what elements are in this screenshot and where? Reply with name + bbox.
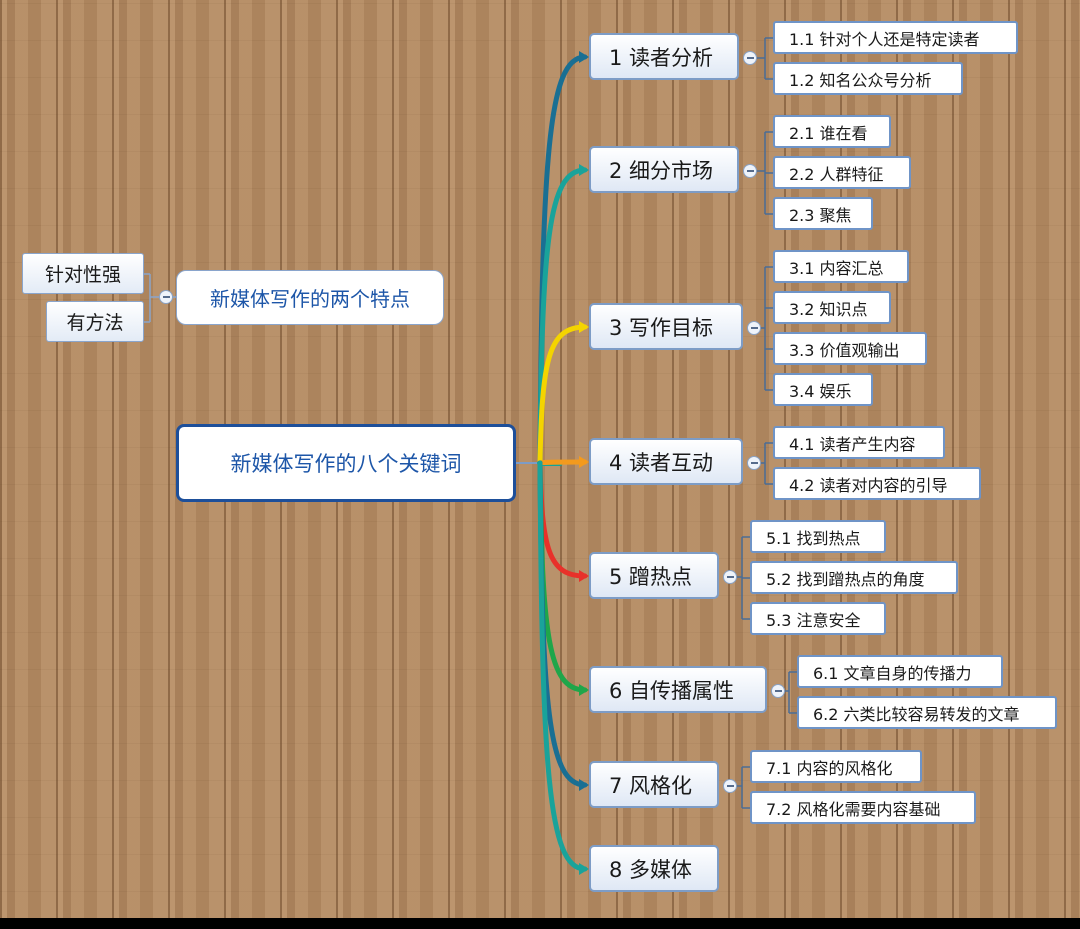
leaf-bracket-3 bbox=[761, 266, 773, 391]
branch-arrow-7 bbox=[579, 779, 589, 791]
branch-label: 7 风格化 bbox=[609, 773, 693, 798]
branch-label: 6 自传播属性 bbox=[609, 678, 735, 703]
branch-connector-2 bbox=[537, 167, 588, 466]
branch-connector-3 bbox=[537, 324, 588, 466]
branch-label: 5 蹭热点 bbox=[609, 564, 693, 589]
leaf-5-2[interactable]: 5.2 找到蹭热点的角度 bbox=[750, 561, 958, 594]
leaf-label: 2.3 聚焦 bbox=[789, 205, 852, 225]
branch-label: 3 写作目标 bbox=[609, 315, 714, 340]
topic-two-features-label: 新媒体写作的两个特点 bbox=[210, 287, 410, 311]
leaf-bracket-1 bbox=[757, 37, 773, 80]
branch-arrow-8 bbox=[579, 863, 589, 875]
leaf-1-1[interactable]: 1.1 针对个人还是特定读者 bbox=[773, 21, 1018, 54]
feature-bracket bbox=[144, 273, 166, 323]
leaf-bracket-5 bbox=[737, 536, 750, 620]
leaf-label: 7.1 内容的风格化 bbox=[766, 758, 893, 778]
branch-arrow-1 bbox=[579, 51, 589, 63]
leaf-label: 4.1 读者产生内容 bbox=[789, 434, 916, 454]
leaf-3-2[interactable]: 3.2 知识点 bbox=[773, 291, 891, 324]
feature-item-method[interactable]: 有方法 bbox=[46, 301, 144, 342]
collapse-branch-6-icon[interactable] bbox=[771, 684, 785, 698]
collapse-branch-3-icon[interactable] bbox=[747, 321, 761, 335]
leaf-label: 1.1 针对个人还是特定读者 bbox=[789, 29, 980, 49]
bottom-bar bbox=[0, 918, 1080, 929]
branch-label: 2 细分市场 bbox=[609, 158, 714, 183]
central-topic[interactable]: 新媒体写作的八个关键词 bbox=[176, 424, 516, 502]
leaf-3-4[interactable]: 3.4 娱乐 bbox=[773, 373, 873, 406]
leaf-2-1[interactable]: 2.1 谁在看 bbox=[773, 115, 891, 148]
feature-item-label: 针对性强 bbox=[44, 264, 121, 286]
leaf-4-1[interactable]: 4.1 读者产生内容 bbox=[773, 426, 945, 459]
leaf-label: 3.4 娱乐 bbox=[789, 381, 852, 401]
leaf-label: 6.2 六类比较容易转发的文章 bbox=[813, 704, 1020, 724]
collapse-branch-5-icon[interactable] bbox=[723, 570, 737, 584]
collapse-branch-4-icon[interactable] bbox=[747, 456, 761, 470]
leaf-bracket-4 bbox=[761, 442, 773, 485]
feature-item-label: 有方法 bbox=[66, 312, 124, 334]
feature-item-targeted[interactable]: 针对性强 bbox=[22, 253, 144, 294]
leaf-label: 2.2 人群特征 bbox=[789, 164, 884, 184]
leaf-5-3[interactable]: 5.3 注意安全 bbox=[750, 602, 886, 635]
leaf-label: 7.2 风格化需要内容基础 bbox=[766, 799, 941, 819]
leaf-4-2[interactable]: 4.2 读者对内容的引导 bbox=[773, 467, 981, 500]
branch-arrow-2 bbox=[579, 164, 589, 176]
leaf-label: 3.3 价值观输出 bbox=[789, 340, 900, 360]
central-topic-label: 新媒体写作的八个关键词 bbox=[230, 452, 462, 476]
branch-arrow-4 bbox=[579, 456, 589, 468]
collapse-features-icon[interactable] bbox=[159, 290, 173, 304]
topic-two-features[interactable]: 新媒体写作的两个特点 bbox=[176, 270, 444, 325]
leaf-label: 3.1 内容汇总 bbox=[789, 258, 884, 278]
leaf-6-2[interactable]: 6.2 六类比较容易转发的文章 bbox=[797, 696, 1057, 729]
leaf-bracket-6 bbox=[785, 671, 797, 714]
branch-multimedia[interactable]: 8 多媒体 bbox=[589, 845, 719, 892]
branch-connector-4 bbox=[537, 459, 588, 466]
branch-stylization[interactable]: 7 风格化 bbox=[589, 761, 719, 808]
collapse-branch-7-icon[interactable] bbox=[723, 779, 737, 793]
collapse-branch-1-icon[interactable] bbox=[743, 51, 757, 65]
branch-arrow-6 bbox=[579, 684, 589, 696]
leaf-bracket-7 bbox=[737, 766, 750, 809]
leaf-6-1[interactable]: 6.1 文章自身的传播力 bbox=[797, 655, 1003, 688]
leaf-bracket-2 bbox=[757, 131, 773, 215]
branch-writing-goal[interactable]: 3 写作目标 bbox=[589, 303, 743, 350]
leaf-5-1[interactable]: 5.1 找到热点 bbox=[750, 520, 886, 553]
leaf-label: 5.3 注意安全 bbox=[766, 610, 861, 630]
leaf-label: 2.1 谁在看 bbox=[789, 123, 868, 143]
branch-arrow-5 bbox=[579, 570, 589, 582]
leaf-label: 4.2 读者对内容的引导 bbox=[789, 475, 948, 495]
leaf-7-1[interactable]: 7.1 内容的风格化 bbox=[750, 750, 922, 783]
leaf-3-3[interactable]: 3.3 价值观输出 bbox=[773, 332, 927, 365]
branch-connector-5 bbox=[537, 460, 588, 579]
leaf-1-2[interactable]: 1.2 知名公众号分析 bbox=[773, 62, 963, 95]
leaf-label: 3.2 知识点 bbox=[789, 299, 868, 319]
leaf-label: 5.2 找到蹭热点的角度 bbox=[766, 569, 925, 589]
leaf-2-3[interactable]: 2.3 聚焦 bbox=[773, 197, 873, 230]
branch-label: 8 多媒体 bbox=[609, 857, 693, 882]
branch-self-spread[interactable]: 6 自传播属性 bbox=[589, 666, 767, 713]
branch-reader-interaction[interactable]: 4 读者互动 bbox=[589, 438, 743, 485]
leaf-label: 6.1 文章自身的传播力 bbox=[813, 663, 972, 683]
branch-market-segment[interactable]: 2 细分市场 bbox=[589, 146, 739, 193]
leaf-7-2[interactable]: 7.2 风格化需要内容基础 bbox=[750, 791, 976, 824]
leaf-label: 1.2 知名公众号分析 bbox=[789, 70, 932, 90]
leaf-3-1[interactable]: 3.1 内容汇总 bbox=[773, 250, 909, 283]
branch-reader-analysis[interactable]: 1 读者分析 bbox=[589, 33, 739, 80]
collapse-branch-2-icon[interactable] bbox=[743, 164, 757, 178]
branch-connector-8 bbox=[537, 460, 588, 872]
branch-label: 1 读者分析 bbox=[609, 45, 714, 70]
branch-hot-topics[interactable]: 5 蹭热点 bbox=[589, 552, 719, 599]
leaf-label: 5.1 找到热点 bbox=[766, 528, 861, 548]
branch-arrow-3 bbox=[579, 321, 589, 333]
leaf-2-2[interactable]: 2.2 人群特征 bbox=[773, 156, 911, 189]
branch-label: 4 读者互动 bbox=[609, 450, 714, 475]
